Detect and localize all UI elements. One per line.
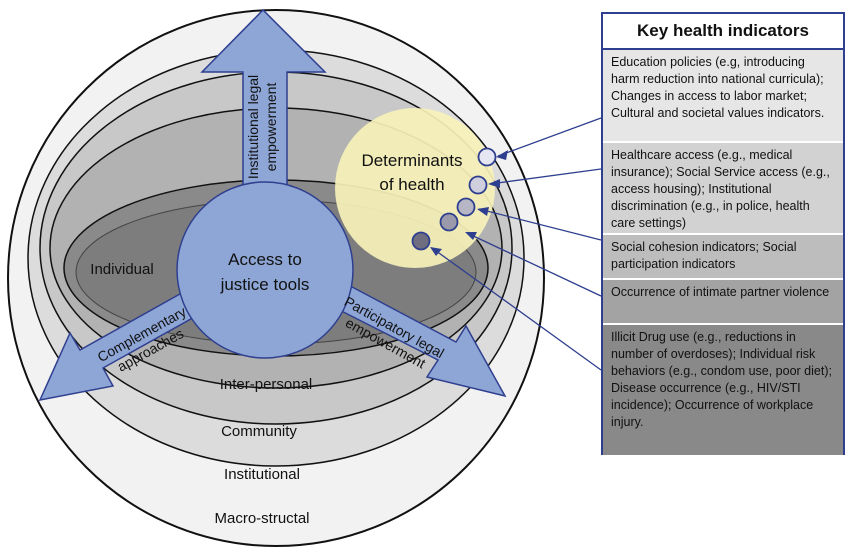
arrowhead-1 <box>496 150 508 160</box>
connector-line-1 <box>497 117 602 157</box>
key-box-institutional-text: Healthcare access (e.g., medical insuran… <box>611 148 830 230</box>
key-health-indicators-panel: Key health indicators Education policies… <box>601 12 845 455</box>
connector-lines <box>431 117 602 371</box>
arrowhead-4 <box>465 232 477 240</box>
arrows <box>38 8 507 402</box>
connector-line-2 <box>489 168 602 185</box>
key-box-interpersonal: Occurrence of intimate partner violence <box>603 280 843 325</box>
key-panel-title: Key health indicators <box>603 14 843 50</box>
arrow-top-label-line2: empowerment <box>263 83 279 172</box>
key-box-macro: Education policies (e.g, introducing har… <box>603 50 843 143</box>
indicator-marker-4 <box>439 212 459 232</box>
key-box-individual-text: Illicit Drug use (e.g., reductions in nu… <box>611 330 832 429</box>
level-label-individual: Individual <box>90 261 153 278</box>
key-box-community: Social cohesion indicators; Social parti… <box>603 235 843 280</box>
key-box-macro-text: Education policies (e.g, introducing har… <box>611 55 825 120</box>
level-label-community: Community <box>221 423 297 440</box>
key-box-community-text: Social cohesion indicators; Social parti… <box>611 240 797 271</box>
arrow-top-label-line1: Institutional legal <box>245 75 261 179</box>
indicator-marker-2 <box>468 175 488 195</box>
key-box-individual: Illicit Drug use (e.g., reductions in nu… <box>603 325 843 455</box>
center-hub <box>176 181 354 359</box>
connector-line-5 <box>431 247 602 371</box>
level-label-institutional: Institutional <box>224 466 300 483</box>
determinants-label-line2: of health <box>379 175 444 194</box>
connector-line-4 <box>466 232 602 297</box>
level-label-interpersonal: Inter-personal <box>220 376 313 393</box>
center-label-line1: Access to <box>228 250 302 269</box>
connector-arrowheads <box>430 150 508 256</box>
arrowhead-3 <box>477 207 489 216</box>
level-label-macro: Macro-structal <box>214 510 309 527</box>
connector-line-3 <box>478 208 602 241</box>
indicator-marker-3 <box>456 197 476 217</box>
arrowhead-2 <box>488 179 500 188</box>
center-label-line2: justice tools <box>220 275 310 294</box>
key-box-institutional: Healthcare access (e.g., medical insuran… <box>603 143 843 235</box>
indicator-marker-5 <box>411 231 431 251</box>
key-box-interpersonal-text: Occurrence of intimate partner violence <box>611 285 830 299</box>
arrowhead-5 <box>430 247 442 256</box>
indicator-marker-1 <box>477 147 497 167</box>
determinants-label-line1: Determinants <box>361 151 462 170</box>
